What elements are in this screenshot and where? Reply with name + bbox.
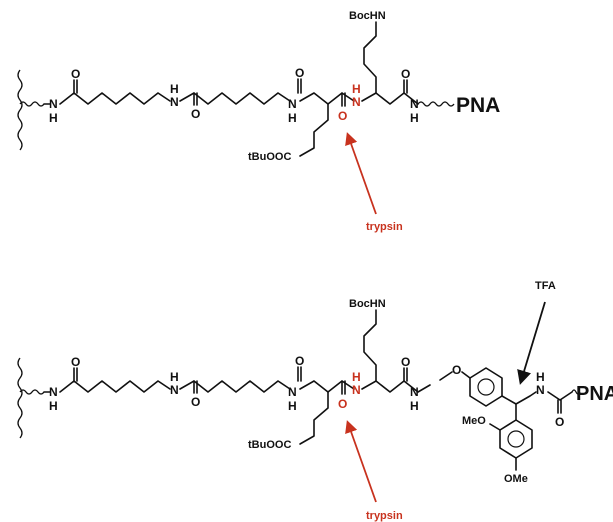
linker-backbone-2 xyxy=(179,92,291,105)
linker-carbonyl-1 xyxy=(73,79,78,94)
glu-carbonyl xyxy=(297,78,302,94)
acyl-carbonyl xyxy=(403,79,408,94)
dimethoxyphenyl-aromatic xyxy=(507,430,525,448)
amide-n-5: N xyxy=(410,97,419,111)
amide-h-3: H xyxy=(288,111,297,125)
acyl-carbonyl-b xyxy=(403,367,408,382)
lys-carbonyl xyxy=(341,92,346,107)
lys-carbonyl-b xyxy=(341,380,346,395)
amide-h-b2: H xyxy=(170,370,179,384)
amide-n-b1: N xyxy=(49,385,58,399)
phenylene-ring xyxy=(469,367,503,407)
terminal-amide xyxy=(547,391,573,401)
glu-carbonyl-b xyxy=(297,366,302,382)
amide-n-b3: N xyxy=(288,385,297,399)
resin-wavy-boundary-2 xyxy=(17,357,23,439)
trypsin-label-b: trypsin xyxy=(366,510,403,522)
bottom-structure: N H O H N O N H O H N O N H O O H N O Bo… xyxy=(17,280,613,522)
amide-n-1: N xyxy=(49,97,58,111)
scissile-o-b: O xyxy=(338,397,347,411)
linker-backbone-b2 xyxy=(179,380,291,393)
carbonyl-o-5: O xyxy=(401,67,410,81)
linker-backbone-1 xyxy=(43,92,171,105)
phenylene-aromatic xyxy=(477,378,495,396)
scissile-n-b: N xyxy=(352,383,361,397)
ring-link xyxy=(461,371,517,405)
amide-h-b6: H xyxy=(536,370,545,384)
amide-h-1: H xyxy=(49,111,58,125)
scissile-o: O xyxy=(338,109,347,123)
amide-h-5: H xyxy=(410,111,419,125)
amide-n-b5: N xyxy=(410,385,419,399)
glu-side-chain xyxy=(299,103,329,157)
scissile-n: N xyxy=(352,95,361,109)
carbonyl-o-b2: O xyxy=(191,395,200,409)
methoxy-left-label: MeO xyxy=(462,415,486,427)
resin-wavy-link xyxy=(19,101,45,107)
glu-side-chain-b xyxy=(299,391,329,445)
carbonyl-o-b3: O xyxy=(295,354,304,368)
terminal-carbonyl xyxy=(557,399,562,414)
pna-label-b: PNA xyxy=(576,383,613,405)
trypsin-arrow-b xyxy=(345,420,377,503)
trypsin-label: trypsin xyxy=(366,221,403,233)
dimethoxyphenyl-ring xyxy=(499,419,533,459)
tbu-ester-label-b: tBuOOC xyxy=(248,439,291,451)
pna-wavy-link xyxy=(417,101,455,107)
lys-segment-b xyxy=(361,380,431,393)
amide-n-2: N xyxy=(170,95,179,109)
lys-side-chain xyxy=(363,21,377,94)
amide-h-b1: H xyxy=(49,399,58,413)
carbonyl-o-b1: O xyxy=(71,355,80,369)
amide-h-b5: H xyxy=(410,399,419,413)
linker-backbone-b1 xyxy=(43,380,171,393)
benzhydryl-link xyxy=(515,391,537,421)
tbu-ester-label: tBuOOC xyxy=(248,151,291,163)
carbonyl-o-2: O xyxy=(191,107,200,121)
linker-carbonyl-b1 xyxy=(73,367,78,382)
amide-n-b2: N xyxy=(170,383,179,397)
ether-o: O xyxy=(452,363,461,377)
amide-h-b3: H xyxy=(288,399,297,413)
carbonyl-o-1: O xyxy=(71,67,80,81)
tfa-label: TFA xyxy=(535,280,556,292)
glu-segment-b xyxy=(299,380,355,393)
methoxy-bonds xyxy=(489,423,517,471)
aryl-ether-link xyxy=(439,371,453,381)
pna-label: PNA xyxy=(456,94,500,117)
carbonyl-o-b6: O xyxy=(555,415,564,429)
scissile-h-b: H xyxy=(352,370,361,384)
lys-side-chain-b xyxy=(363,309,377,382)
boc-amine-label: BocHN xyxy=(349,10,386,22)
lys-segment xyxy=(361,92,419,105)
amide-n-3: N xyxy=(288,97,297,111)
carbonyl-o-3: O xyxy=(295,66,304,80)
boc-amine-label-b: BocHN xyxy=(349,298,386,310)
scissile-h: H xyxy=(352,82,361,96)
amide-h-2: H xyxy=(170,82,179,96)
linker-carbonyl-2 xyxy=(193,92,198,106)
methoxy-bottom-label: OMe xyxy=(504,473,528,485)
resin-wavy-boundary xyxy=(17,69,23,151)
resin-wavy-link-2 xyxy=(19,389,45,395)
amide-n-b6: N xyxy=(536,383,545,397)
tfa-arrow xyxy=(517,301,546,385)
top-structure: N H O H N O N H O H N O N H O BocHN tBuO… xyxy=(17,10,500,233)
glu-segment xyxy=(299,92,355,105)
pna-wavy-link-2 xyxy=(571,389,581,395)
linker-carbonyl-b2 xyxy=(193,380,198,394)
carbonyl-o-b5: O xyxy=(401,355,410,369)
trypsin-arrow xyxy=(345,132,377,215)
